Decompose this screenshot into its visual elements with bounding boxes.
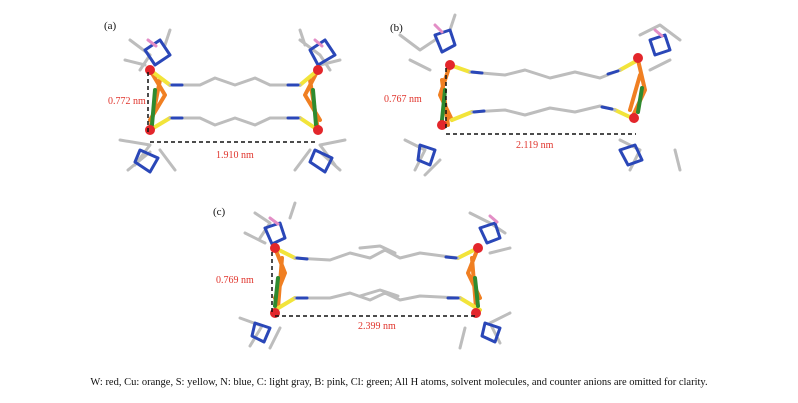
- panel-a-horizontal-distance: 1.910 nm: [216, 150, 254, 161]
- panel-a-structure: [118, 28, 347, 174]
- panel-c-structure: [238, 201, 512, 350]
- panel-b-vertical-distance: 0.767 nm: [384, 94, 422, 105]
- panel-b-horizontal-distance: 2.119 nm: [516, 140, 554, 151]
- panel-b: (b) 0.767 nm 2.119 nm: [380, 0, 798, 200]
- panel-a: (a) 0.772 nm 1.910 nm: [0, 0, 400, 200]
- panel-a-vertical-distance: 0.772 nm: [108, 96, 146, 107]
- figure-caption: W: red, Cu: orange, S: yellow, N: blue, …: [90, 377, 708, 388]
- panel-c: (c) 0.769 nm 2.399 nm: [200, 198, 600, 368]
- panel-b-structure: [398, 13, 682, 177]
- panel-c-vertical-distance: 0.769 nm: [216, 275, 254, 286]
- panel-c-label: (c): [213, 206, 226, 218]
- panel-a-label: (a): [104, 20, 117, 32]
- panel-b-label: (b): [390, 22, 403, 34]
- panel-c-horizontal-distance: 2.399 nm: [358, 321, 396, 332]
